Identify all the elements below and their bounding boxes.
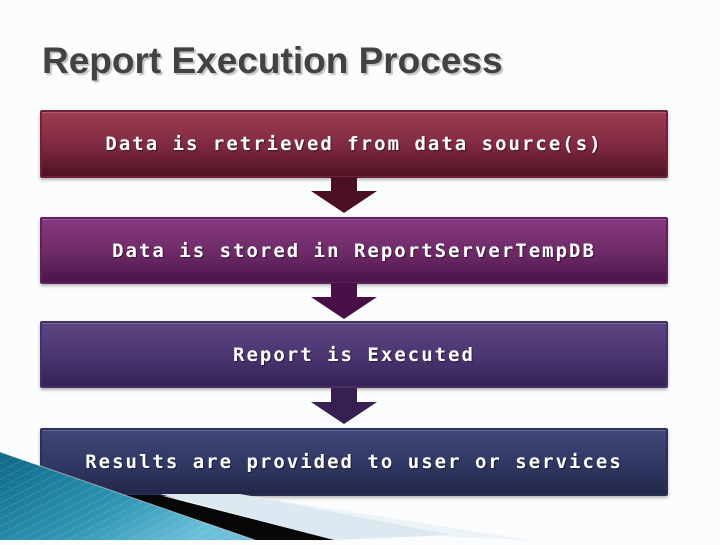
process-step-3: Report is Executed: [40, 321, 668, 388]
process-step-3-label: Report is Executed: [233, 343, 475, 366]
down-arrow-icon: [311, 283, 377, 319]
process-step-1-label: Data is retrieved from data source(s): [105, 133, 603, 155]
process-step-2-label: Data is stored in ReportServerTempDB: [112, 239, 596, 262]
down-arrow-icon: [311, 388, 377, 424]
process-step-4-label: Results are provided to user or services: [85, 451, 623, 473]
down-arrow-icon: [311, 177, 377, 213]
process-step-1: Data is retrieved from data source(s): [40, 110, 668, 178]
process-step-4: Results are provided to user or services: [40, 428, 668, 496]
process-step-2: Data is stored in ReportServerTempDB: [40, 217, 668, 284]
slide-title: Report Execution Process: [42, 40, 503, 81]
